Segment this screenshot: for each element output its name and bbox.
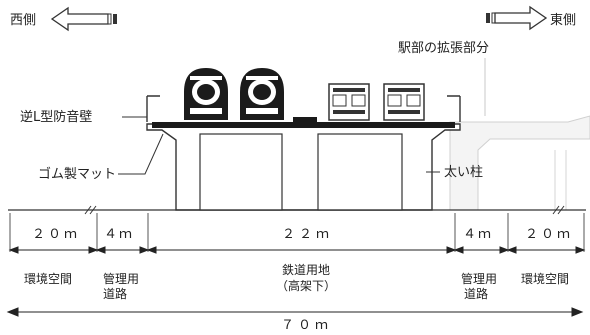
dimension-seg3: ２２ｍ <box>282 227 333 242</box>
zone-mgmt-road-left-line1: 管理用 <box>103 271 139 286</box>
east-direction: 東側 <box>486 5 576 31</box>
thick-pillar-label: 太い柱 <box>444 165 483 180</box>
zone-boundaries <box>9 213 585 252</box>
right-sound-wall <box>447 95 461 122</box>
rubber-mat-leader <box>118 133 164 175</box>
track-center-block <box>293 117 317 124</box>
east-label: 東側 <box>550 12 576 28</box>
pillar-right <box>317 133 403 211</box>
zone-mgmt-road-right-line2: 道路 <box>464 286 488 301</box>
dimension-seg5: ２０ｍ <box>525 227 573 242</box>
dimension-seg4: ４ｍ <box>463 227 493 242</box>
west-label: 西側 <box>10 13 36 28</box>
arrow-left-icon <box>50 6 117 32</box>
pillar-left <box>199 133 283 211</box>
west-direction: 西側 <box>10 6 117 32</box>
total-dimension-line <box>6 307 584 317</box>
dimension-total: ７０ｍ <box>281 318 332 333</box>
rubber-mat <box>152 122 455 128</box>
zone-mgmt-road-right-line1: 管理用 <box>461 271 497 286</box>
arrow-right-icon <box>486 5 548 31</box>
shinkansen-train-icon <box>240 68 284 120</box>
viaduct-deck <box>146 123 461 211</box>
inverted-sound-wall-label: 逆L型防音壁 <box>20 109 92 125</box>
rubber-mat-label: ゴム製マット <box>38 166 116 182</box>
shinkansen-train-icon <box>184 68 228 120</box>
dimension-seg2: ４ｍ <box>104 227 134 242</box>
commuter-train-icon <box>383 83 425 121</box>
commuter-train-icon <box>328 83 370 121</box>
zone-railway-line2: （高架下） <box>276 278 336 293</box>
left-sound-wall <box>146 95 160 122</box>
break-mark <box>84 205 97 215</box>
station-expansion-structure <box>449 58 590 211</box>
zone-mgmt-road-left-line2: 道路 <box>103 286 127 301</box>
station-expansion-label: 駅部の拡張部分 <box>398 41 489 56</box>
segment-dimension-line <box>8 246 586 254</box>
zone-environment-right: 環境空間 <box>521 271 569 286</box>
zone-environment-left: 環境空間 <box>24 271 72 286</box>
zone-railway-line1: 鉄道用地 <box>282 262 330 277</box>
break-mark <box>552 205 565 215</box>
dimension-seg1: ２０ｍ <box>32 227 80 242</box>
